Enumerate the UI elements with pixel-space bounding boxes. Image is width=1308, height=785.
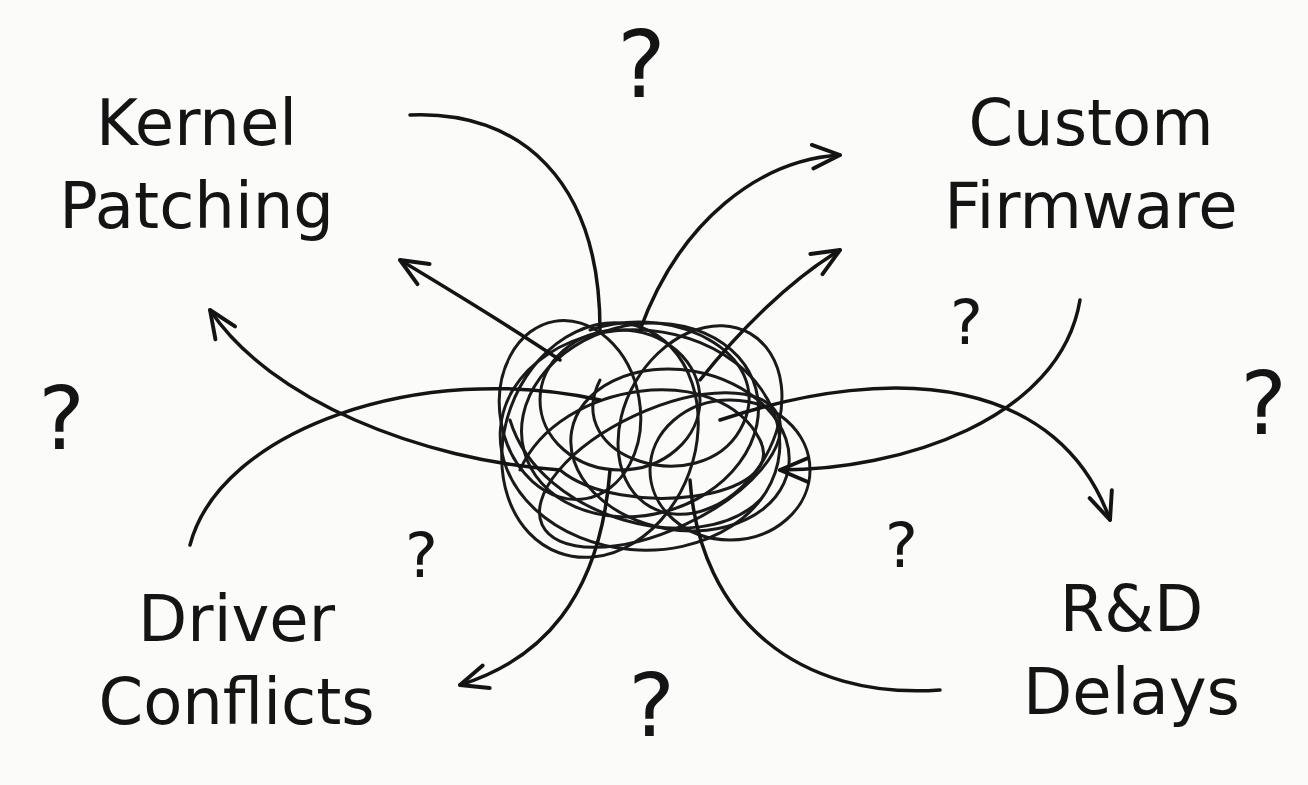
question-mark: ? — [884, 515, 919, 577]
problem-label: Custom Firmware — [943, 82, 1239, 248]
problem-label: Kernel Patching — [58, 82, 335, 248]
question-mark: ? — [404, 525, 439, 587]
question-mark: ? — [616, 20, 667, 112]
question-mark: ? — [949, 292, 984, 354]
problem-label: R&D Delays — [1022, 568, 1241, 734]
tangle — [470, 295, 815, 586]
problem-label: Driver Conflicts — [97, 578, 376, 744]
question-mark: ? — [37, 375, 86, 463]
question-mark: ? — [1239, 360, 1288, 448]
question-mark: ? — [627, 662, 676, 750]
